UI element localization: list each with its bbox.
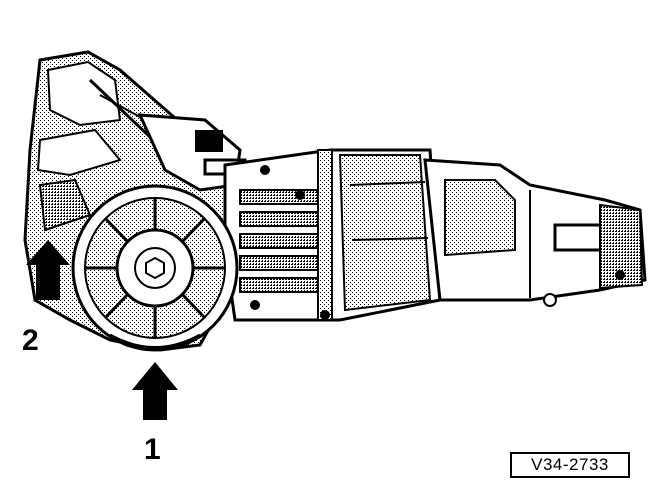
- differential-flange: [71, 184, 239, 352]
- arrow-1: [132, 362, 178, 420]
- callout-label-1: 1: [144, 433, 161, 466]
- reference-code: V34-2733: [531, 455, 609, 474]
- gearbox-housing: [223, 148, 442, 322]
- arrow-2: [26, 240, 70, 300]
- callout-label-2: 2: [22, 324, 39, 357]
- rear-extension-housing: [423, 158, 647, 307]
- reference-code-box: V34-2733: [510, 452, 630, 478]
